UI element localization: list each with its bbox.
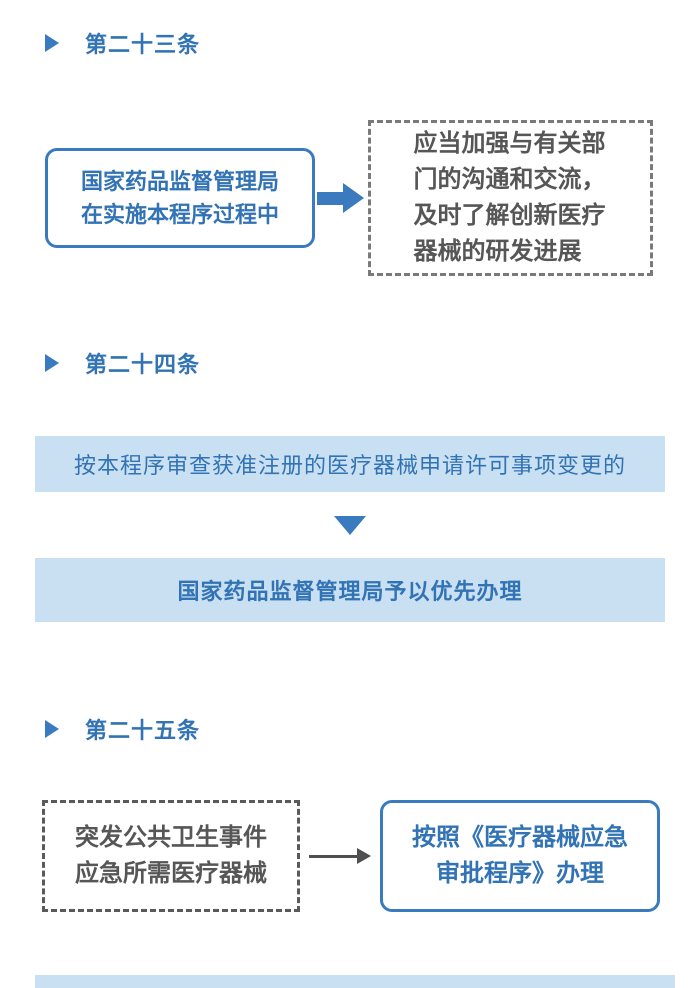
article-24-condition-bar: 按本程序审查获准注册的医疗器械申请许可事项变更的: [35, 436, 665, 492]
article-24-title: 第二十四条: [85, 352, 201, 377]
article-24-result-bar: 国家药品监督管理局予以优先办理: [35, 558, 665, 622]
article-23-title: 第二十三条: [85, 32, 201, 57]
next-section-bar-partial: [35, 975, 675, 988]
article-25-title: 第二十五条: [85, 718, 201, 743]
article-25-action-text: 按照《医疗器械应急审批程序》办理: [412, 824, 628, 887]
article-23-subject-text: 国家药品监督管理局在实施本程序过程中: [80, 169, 279, 227]
article-25-action-box: 按照《医疗器械应急审批程序》办理: [380, 800, 660, 912]
article-25-trigger-text: 突发公共卫生事件应急所需医疗器械: [75, 824, 267, 887]
down-arrow-icon: [334, 516, 366, 535]
right-arrow-icon: [309, 848, 371, 864]
article-23-subject-box: 国家药品监督管理局在实施本程序过程中: [45, 148, 315, 248]
arrow-head: [357, 848, 371, 864]
arrow-shaft: [317, 191, 343, 205]
triangle-bullet-icon: [45, 354, 59, 372]
article-25-flow: 突发公共卫生事件应急所需医疗器械 按照《医疗器械应急审批程序》办理: [42, 800, 700, 912]
arrow-head: [343, 183, 364, 213]
right-arrow-icon: [317, 183, 364, 213]
triangle-bullet-icon: [45, 720, 59, 738]
article-24-heading: 第二十四条: [45, 350, 700, 377]
arrow-shaft: [309, 854, 357, 858]
article-23-heading: 第二十三条: [45, 30, 700, 57]
article-23-action-text: 应当加强与有关部门的沟通和交流，及时了解创新医疗器械的研发进展: [413, 130, 606, 265]
article-23-flow: 国家药品监督管理局在实施本程序过程中 应当加强与有关部门的沟通和交流，及时了解创…: [45, 120, 700, 276]
article-25-trigger-box: 突发公共卫生事件应急所需医疗器械: [42, 800, 300, 912]
article-25-heading: 第二十五条: [45, 716, 700, 743]
article-23-action-box: 应当加强与有关部门的沟通和交流，及时了解创新医疗器械的研发进展: [368, 120, 653, 276]
triangle-bullet-icon: [45, 34, 59, 52]
